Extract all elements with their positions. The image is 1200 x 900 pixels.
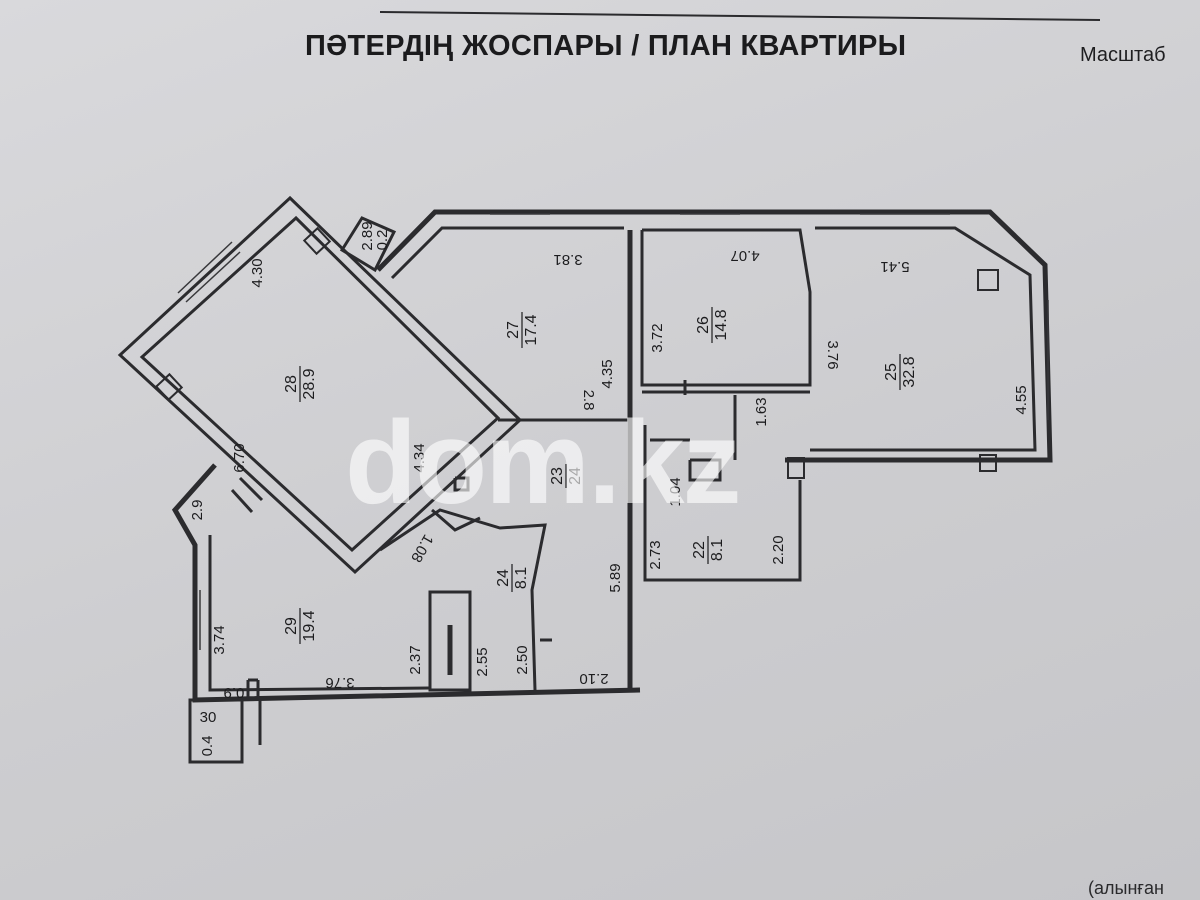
room-number: 25 <box>883 363 900 381</box>
page-edge-line <box>379 11 1101 21</box>
room-label-27: 27 17.4 <box>505 312 540 348</box>
dimension-label: 2.8 <box>580 390 597 411</box>
dimension-label: 0.4 <box>199 736 216 757</box>
room-area: 8.1 <box>709 539 726 561</box>
dimension-label: 2.20 <box>770 535 787 564</box>
page-title: ПӘТЕРДІҢ ЖОСПАРЫ / ПЛАН КВАРТИРЫ <box>305 30 907 62</box>
dimension-label: 2.55 <box>474 647 491 676</box>
dimension-label: 1.04 <box>667 477 684 506</box>
footer-text: (алынған <box>1088 878 1164 898</box>
dimension-label: 1.63 <box>753 397 770 426</box>
room-26-walls <box>640 228 812 395</box>
room-label-23: 23 24 <box>549 464 584 488</box>
hall-walls <box>627 395 802 690</box>
room-area: 14.8 <box>713 309 730 340</box>
room-25-column-left <box>787 457 805 479</box>
room-29-walls <box>171 463 641 703</box>
dimension-label: 30 <box>200 709 217 726</box>
dimension-label: 2.37 <box>407 645 424 674</box>
dimension-label: 5.41 <box>880 258 909 275</box>
room-label-26: 26 14.8 <box>695 307 730 343</box>
dimension-label: 3.72 <box>649 323 666 352</box>
room-label-29: 29 19.4 <box>283 608 318 644</box>
room-area: 19.4 <box>301 610 318 641</box>
scale-label: Масштаб <box>1080 44 1166 66</box>
room-28-column-top <box>302 226 332 256</box>
dimension-label: 3.76 <box>824 340 841 369</box>
room-number: 27 <box>505 321 522 339</box>
closet-walls <box>428 590 472 692</box>
room-number: 26 <box>695 316 712 334</box>
room-number: 23 <box>549 467 566 485</box>
dimension-label: 4.07 <box>730 247 759 264</box>
room-area: 24 <box>567 467 584 485</box>
dimension-label: 2.50 <box>514 645 531 674</box>
room-label-28: 28 28.9 <box>283 366 318 402</box>
dimension-label: 2.89 <box>359 221 376 250</box>
room-number: 29 <box>283 617 300 635</box>
dimension-label: 5.89 <box>607 563 624 592</box>
dimension-label: 3.81 <box>553 251 582 268</box>
dimension-label: 2.9 <box>189 500 206 521</box>
room-area: 28.9 <box>301 368 318 399</box>
dimension-label: 4.55 <box>1013 385 1030 414</box>
room-25-column <box>977 269 999 291</box>
balcony-bottom <box>188 698 262 764</box>
room-28-walls <box>117 195 523 575</box>
room-25-column-bottom <box>979 454 997 472</box>
dimension-label: 0.2 <box>374 230 391 251</box>
room-25-walls <box>787 226 1037 479</box>
dimension-label: 0.9 <box>224 684 245 701</box>
room-area: 32.8 <box>901 356 918 387</box>
dimension-label: 2.10 <box>579 670 608 687</box>
north-wall-block <box>376 209 1053 463</box>
dimension-label: 4.35 <box>599 359 616 388</box>
room-area: 8.1 <box>513 567 530 589</box>
balcony-top <box>339 216 397 273</box>
room-number: 28 <box>283 375 300 393</box>
dimension-label: 4.34 <box>411 443 428 472</box>
room-27-walls <box>498 230 633 425</box>
room-label-25: 25 32.8 <box>883 354 918 390</box>
dimension-label: 6.70 <box>231 443 248 472</box>
dimension-label: 4.30 <box>249 258 266 287</box>
dimension-label: 2.73 <box>647 540 664 569</box>
dimension-label: 3.74 <box>211 625 228 654</box>
dimension-label: 1.08 <box>407 531 436 565</box>
room-number: 22 <box>691 541 708 559</box>
room-24-walls <box>379 476 552 691</box>
room-area: 17.4 <box>523 314 540 345</box>
room-label-22: 22 8.1 <box>691 536 726 564</box>
room-number: 24 <box>495 569 512 587</box>
room-28-column <box>154 372 184 402</box>
room-label-24: 24 8.1 <box>495 564 530 592</box>
dimension-label: 3.76 <box>325 674 354 691</box>
